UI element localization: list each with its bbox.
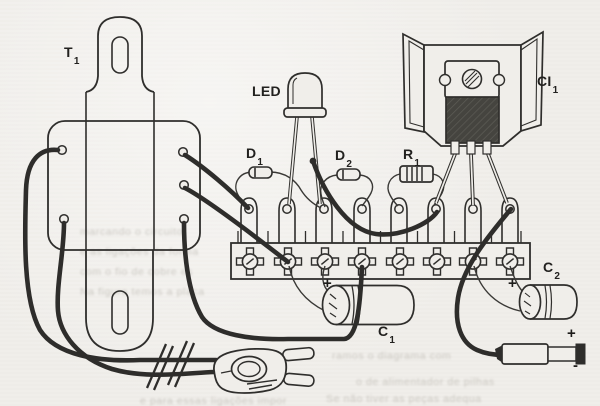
strip-dividers — [237, 231, 522, 243]
regulator-ci1 — [434, 60, 509, 206]
diode-d1 — [235, 166, 322, 209]
bottom-mounting-slot — [111, 290, 129, 335]
label-ci1: CI1 — [537, 73, 559, 96]
page-bleed-text: e as ligações da forma — [80, 246, 199, 258]
dc-plug-minus-sign: - — [573, 357, 578, 374]
primary-wire-2 — [55, 220, 217, 377]
transformer-bottom-tab — [85, 250, 154, 352]
mounting-screw — [461, 68, 483, 90]
label-t1: T1 — [64, 44, 80, 67]
transformer-terminals — [56, 144, 190, 225]
label-c2: C2 — [543, 259, 561, 282]
capacitor-c1 — [321, 284, 415, 326]
page-bleed-text: e para essas ligações impor — [140, 395, 287, 406]
ac-plug — [213, 346, 315, 394]
wire-screw2-to-c1 — [288, 265, 326, 312]
page-bleed-text: ramos o diagrama com — [332, 350, 452, 362]
led — [283, 72, 327, 205]
dc-plug-sleeve — [547, 346, 577, 362]
page-bleed-text: com o fio de cobre es — [80, 266, 193, 278]
dc-plug-barrel — [501, 343, 549, 365]
label-d2: D2 — [335, 147, 353, 170]
led-dome — [287, 72, 323, 110]
transformer-t1 — [47, 16, 201, 352]
transformer-top-tab — [85, 16, 155, 93]
dc-plug — [495, 343, 586, 365]
capacitor-c2 — [518, 284, 578, 320]
page-bleed-text: Na figura temos a placa — [80, 286, 205, 298]
secondary-wire-to-screw4 — [181, 220, 365, 342]
c2-plus-sign: + — [508, 275, 517, 292]
wire-screw7-to-c2 — [473, 265, 521, 312]
diode-d2 — [319, 168, 374, 208]
dc-plug-tip — [575, 343, 586, 365]
jumper-lug3-to-lug6 — [310, 158, 440, 237]
ac-plug-prong — [283, 372, 315, 387]
resistor-bands — [406, 167, 423, 181]
label-r1: R1 — [403, 146, 421, 169]
page-bleed-text: o de alimentador de pilhas — [356, 376, 495, 388]
regulator-plastic-body — [445, 96, 500, 144]
heavy-wires — [22, 147, 514, 377]
output-wire-to-dc-plug — [454, 206, 514, 358]
solder-junction-dot — [309, 157, 317, 165]
label-led: LED — [252, 83, 281, 99]
led-flange — [283, 107, 327, 118]
c1-plus-sign: + — [323, 275, 332, 292]
label-c1: C1 — [378, 323, 396, 346]
top-mounting-slot — [111, 36, 129, 74]
secondary-wire-to-screw2 — [182, 185, 291, 265]
ac-plug-prong — [282, 346, 315, 362]
page-bleed-text: Se não tiver as peças adequa — [326, 393, 482, 405]
cord-break-marks — [145, 340, 196, 391]
secondary-wire-to-lug1 — [182, 152, 251, 211]
transformer-body — [47, 120, 201, 251]
dc-plug-plus-sign: + — [567, 325, 576, 342]
label-d1: D1 — [246, 145, 264, 168]
page-bleed-text: marcando o circuito — [80, 226, 184, 238]
